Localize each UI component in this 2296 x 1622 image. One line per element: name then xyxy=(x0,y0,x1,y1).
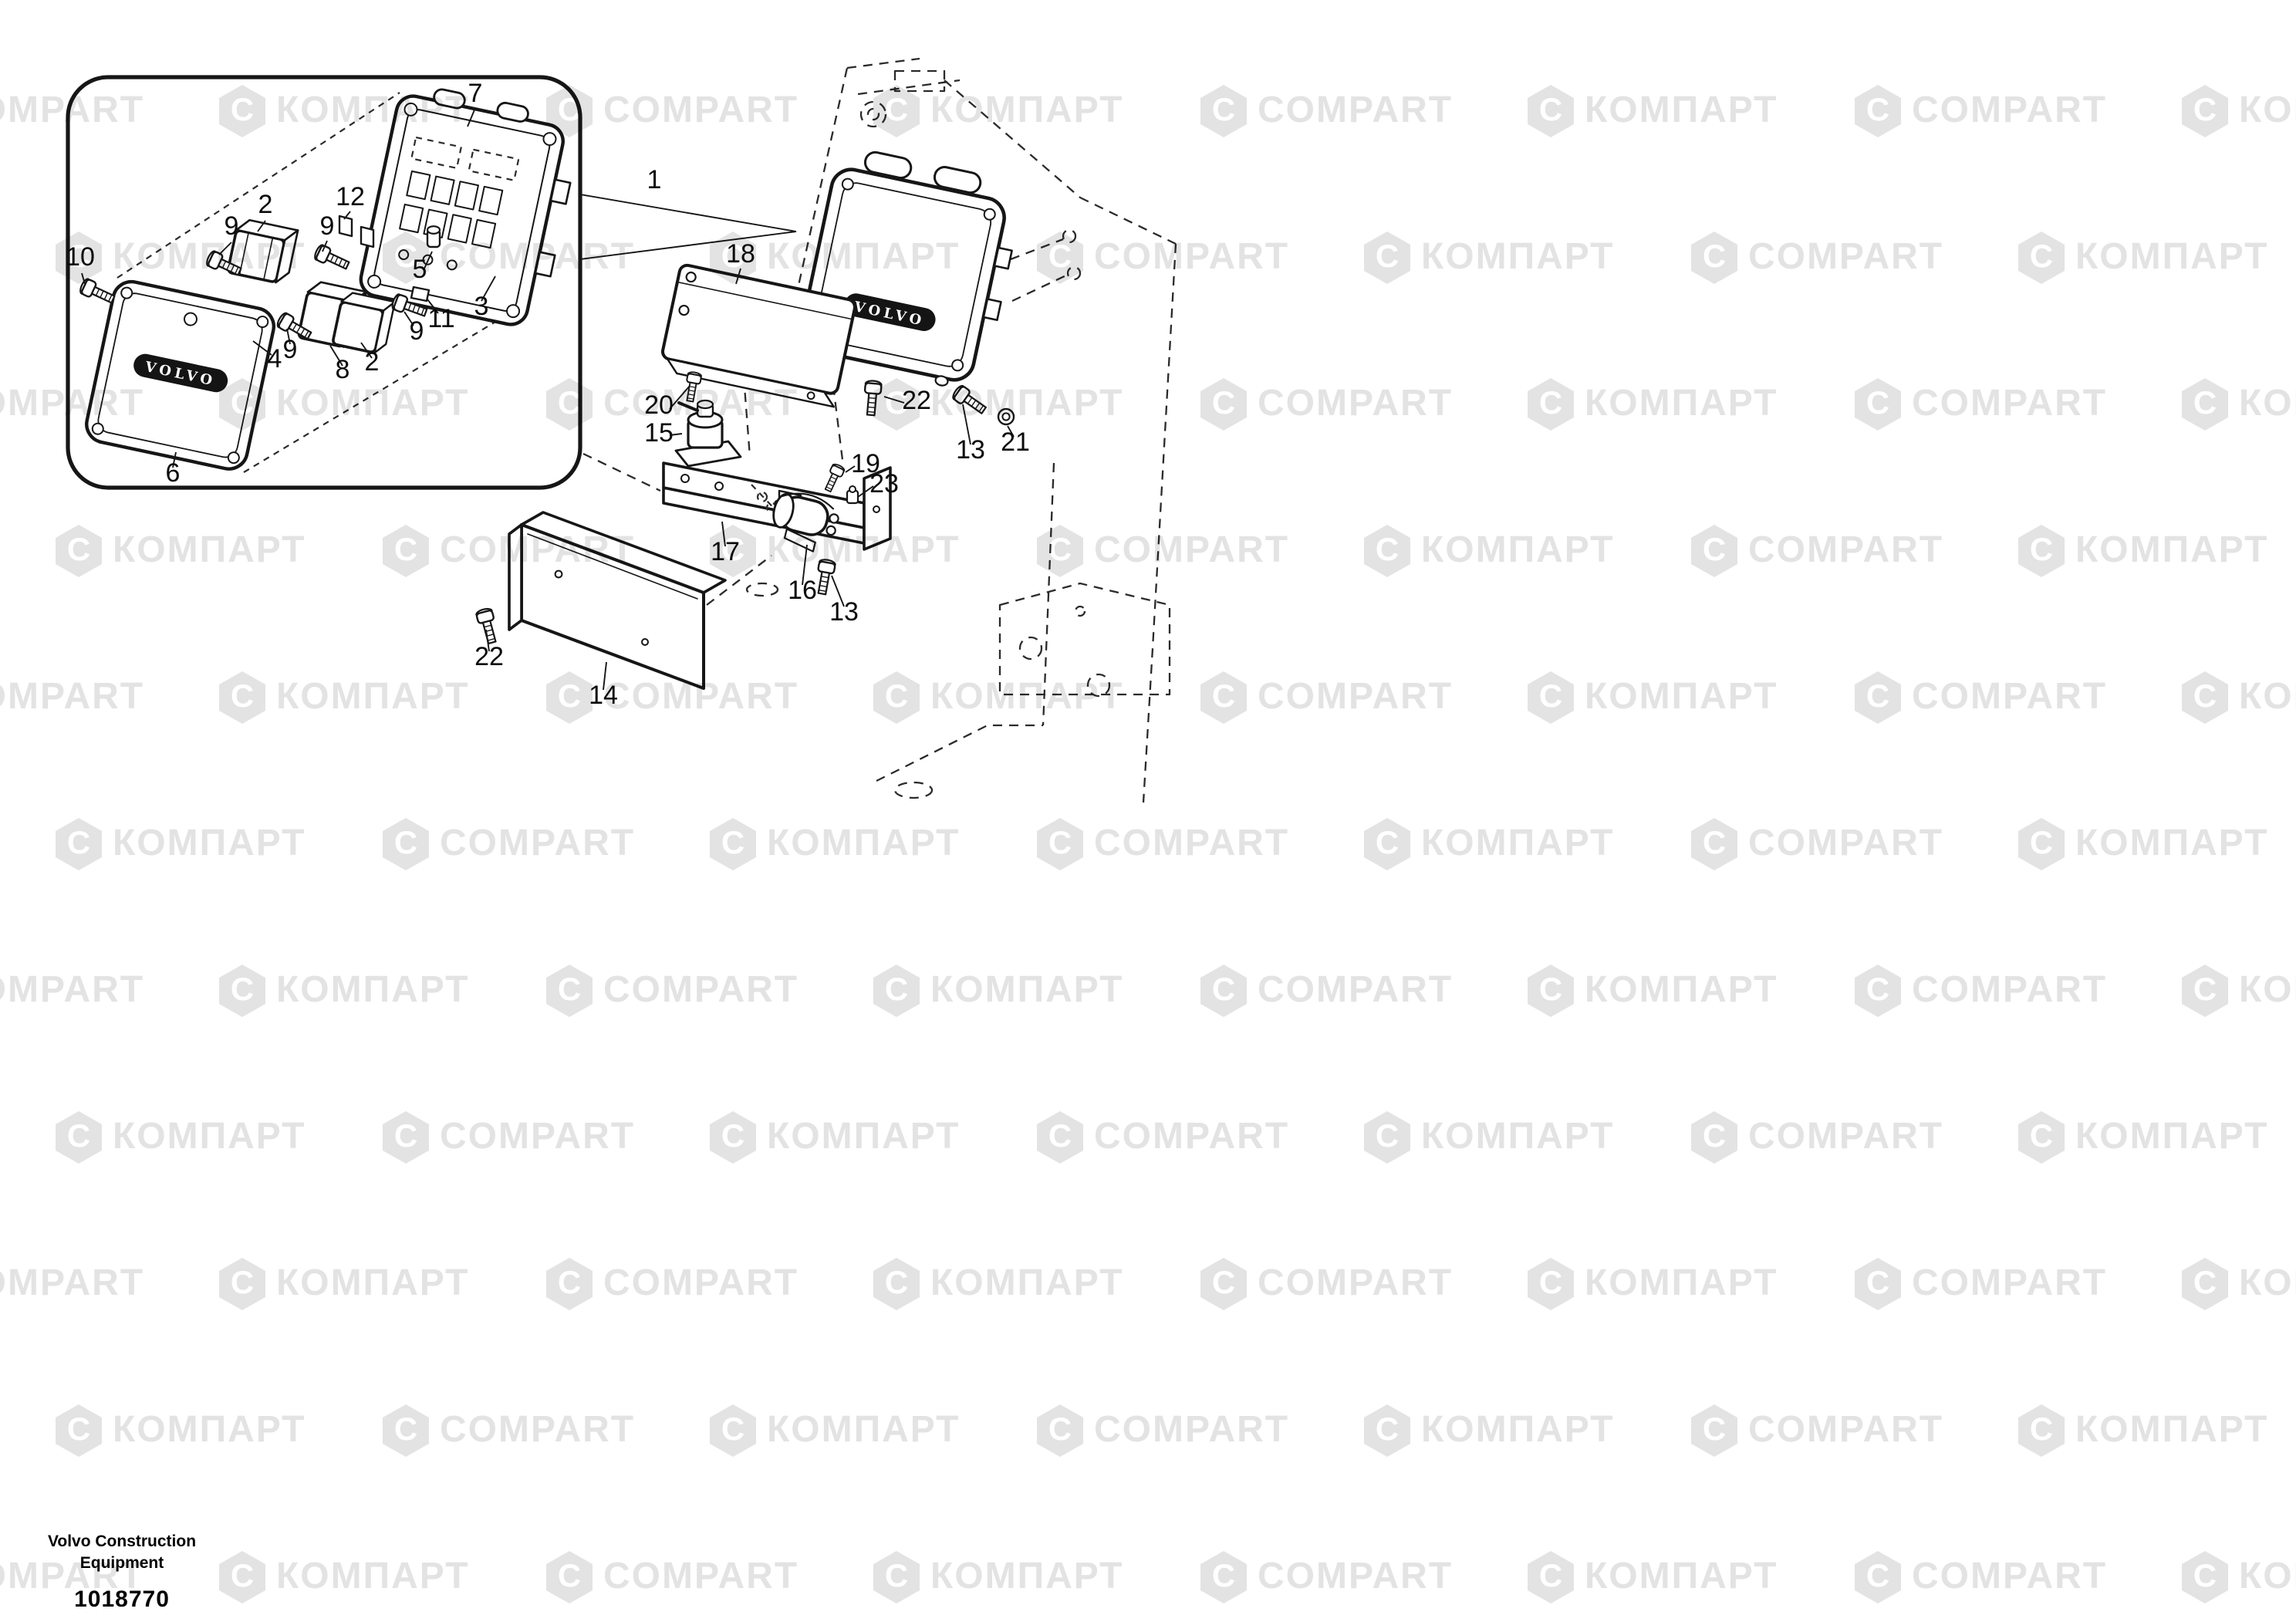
callout-23: 23 xyxy=(869,469,899,498)
callout-7: 7 xyxy=(468,79,483,108)
part-12-fuse-clips xyxy=(338,215,375,248)
callout-9d: 9 xyxy=(410,316,424,346)
part-16-relay xyxy=(772,492,839,552)
part-14-cover xyxy=(508,511,727,690)
part-19-screw xyxy=(821,461,846,495)
callout-15: 15 xyxy=(644,418,674,448)
callout-22b: 22 xyxy=(474,642,504,671)
callout-20: 20 xyxy=(644,390,674,420)
document-number: 1018770 xyxy=(74,1587,170,1614)
part-21-washer xyxy=(997,407,1015,426)
volvo-logo-badge-unit xyxy=(844,293,936,331)
control-unit: VOLVO xyxy=(799,150,1013,387)
callout-16: 16 xyxy=(788,576,817,605)
part-22-screw-a xyxy=(862,379,883,417)
callout-2a: 2 xyxy=(258,190,273,219)
callout-11: 11 xyxy=(427,304,454,333)
part-6-cover: VOLVO xyxy=(85,279,275,471)
volvo-logo-badge xyxy=(133,353,228,393)
callout-22a: 22 xyxy=(902,386,931,415)
callout-10: 10 xyxy=(66,242,95,272)
callout-5: 5 xyxy=(413,255,427,284)
callout-9c: 9 xyxy=(283,335,298,364)
callout-17: 17 xyxy=(711,537,740,566)
part-5-plug xyxy=(426,225,441,248)
footer-company-line1: Volvo Construction xyxy=(47,1532,197,1551)
part-13-screw-a xyxy=(950,383,990,418)
part-2-relay-lower xyxy=(332,292,397,354)
callout-4: 4 xyxy=(268,344,282,373)
callout-18: 18 xyxy=(726,239,755,269)
callout-2b: 2 xyxy=(365,347,380,377)
callout-21: 21 xyxy=(1001,427,1030,457)
callout-6: 6 xyxy=(166,458,181,488)
callout-9b: 9 xyxy=(320,211,335,241)
part-11-bracket xyxy=(410,286,430,302)
callout-9a: 9 xyxy=(225,211,239,241)
footer: Volvo Construction Equipment 1018770 xyxy=(25,1532,219,1614)
part-15-battery-switch xyxy=(674,399,742,468)
callout-13a: 13 xyxy=(956,435,985,465)
callout-14: 14 xyxy=(589,681,618,710)
part-18-cover xyxy=(661,263,856,408)
footer-company: Volvo Construction Equipment xyxy=(25,1532,219,1575)
callout-8: 8 xyxy=(336,355,350,384)
callout-19: 19 xyxy=(851,449,880,478)
callout-12: 12 xyxy=(336,182,365,211)
callout-13b: 13 xyxy=(829,597,859,627)
footer-company-line2: Equipment xyxy=(79,1553,164,1573)
callout-1: 1 xyxy=(647,165,662,194)
callout-3: 3 xyxy=(474,292,489,321)
machine-frame-outline xyxy=(582,57,1177,803)
part-23-connector xyxy=(846,485,859,505)
part-2-relay-upper xyxy=(227,218,299,284)
